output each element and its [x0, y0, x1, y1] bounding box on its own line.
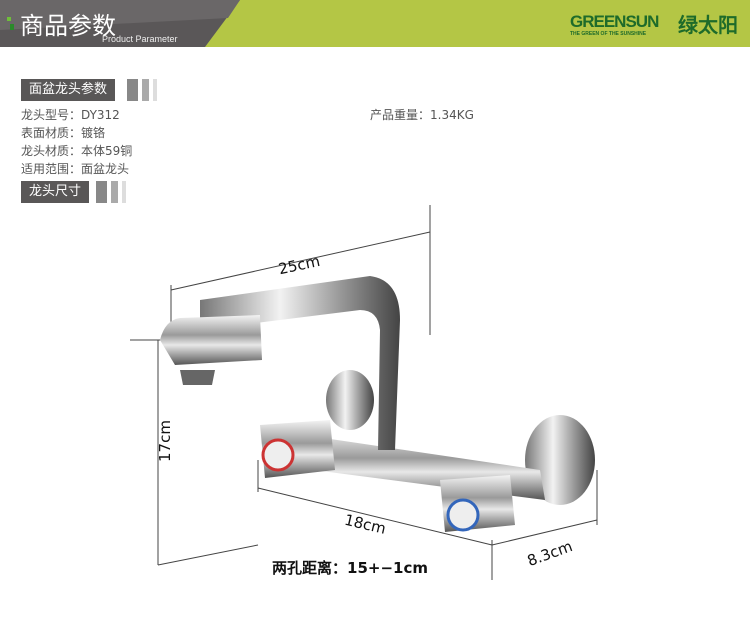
page-subtitle: Product Parameter [102, 34, 178, 44]
faucet-image [160, 276, 595, 532]
params-section-title: 面盆龙头参数 [21, 79, 116, 101]
page-title: 商品参数 [20, 12, 116, 40]
logo-en: GREENSUN [570, 12, 659, 31]
param-weight: 产品重量：1.34KG [370, 108, 474, 122]
param-surface: 表面材质：镀铬 [21, 126, 106, 140]
dim-depth-label: 8.3cm [525, 537, 575, 570]
logo-tagline: THE GREEN OF THE SUNSHINE [570, 31, 647, 37]
dim-height-label: 17cm [156, 420, 174, 462]
param-model: 龙头型号：DY312 [21, 108, 120, 122]
brand-logo: GREENSUN THE GREEN OF THE SUNSHINE 绿太阳 [570, 12, 738, 37]
dimension-lines [130, 205, 598, 580]
banner-dark-panel [0, 0, 240, 47]
dim-base-label: 18cm [343, 511, 388, 538]
green-mark-icon [7, 17, 11, 21]
hole-distance-label: 两孔距离：15+−1cm [272, 559, 428, 577]
param-material: 龙头材质：本体59铜 [21, 144, 133, 158]
logo-cn: 绿太阳 [678, 15, 738, 37]
dim-length-label: 25cm [277, 252, 322, 278]
green-mark-icon [10, 24, 14, 30]
header-banner: 商品参数 Product Parameter GREENSUN THE GREE… [0, 0, 750, 47]
size-section-title: 龙头尺寸 [21, 181, 90, 203]
param-usage: 适用范围：面盆龙头 [21, 162, 130, 176]
